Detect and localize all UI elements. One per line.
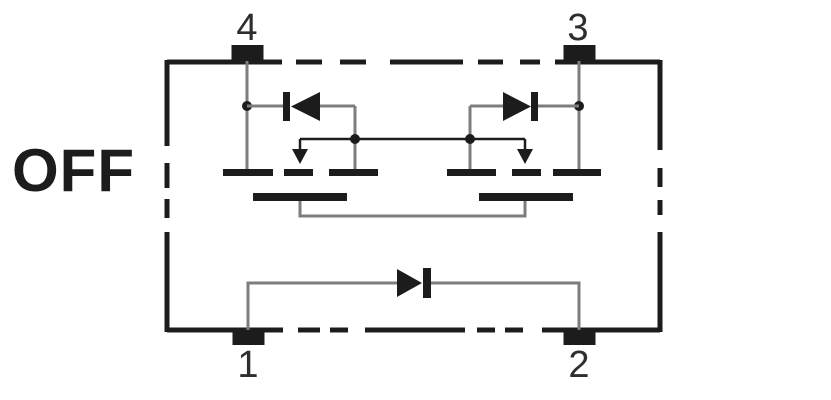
- mosfet-left-drain-bar: [223, 169, 273, 176]
- body-diode-right-cathode-bar: [531, 92, 538, 121]
- pin-1-label: 1: [237, 344, 258, 386]
- mosfet-left-gate-bar: [253, 193, 347, 201]
- pin-3: 3: [563, 7, 596, 62]
- pin-1: 1: [232, 330, 265, 386]
- mosfet-right-gate-bar: [479, 193, 573, 201]
- junction-dot: [465, 134, 475, 144]
- mosfet-right-drain-bar: [553, 169, 601, 176]
- led-anode-wire: [246, 281, 397, 330]
- body-diode-right-triangle: [503, 92, 531, 121]
- pin-4: 4: [231, 7, 264, 62]
- mosfet-right: [447, 61, 601, 201]
- pin-3-pad: [563, 45, 596, 62]
- pin-4-label: 4: [236, 7, 257, 49]
- pin-4-pad: [231, 45, 264, 62]
- body-arrow-left: [292, 149, 308, 164]
- pin-2-pad: [563, 330, 596, 345]
- input-led: [246, 268, 581, 330]
- pin-3-label: 3: [567, 7, 588, 49]
- led-triangle: [397, 269, 422, 297]
- gate-link-path: [298, 201, 527, 218]
- mosfet-left-source-bar: [329, 169, 378, 176]
- mosfet-left-body-bar: [284, 169, 313, 176]
- pin-2-label: 2: [568, 344, 589, 386]
- package-outline: [164, 59, 663, 333]
- state-label: OFF: [12, 137, 135, 204]
- body-arrow-right: [517, 149, 533, 164]
- body-diode-right: [470, 92, 579, 121]
- led-cathode-wire: [431, 281, 581, 330]
- gate-link-wire: [298, 201, 527, 218]
- pin-2: 2: [563, 330, 596, 386]
- mosfet-left: [223, 61, 378, 201]
- body-bus: [292, 134, 533, 164]
- body-diode-left: [247, 92, 355, 121]
- mosfet-right-body-bar: [512, 169, 541, 176]
- mosfet-right-source-bar: [447, 169, 496, 176]
- pin-1-pad: [232, 330, 265, 345]
- led-cathode-bar: [423, 268, 431, 298]
- body-diode-left-cathode-bar: [283, 92, 290, 121]
- body-diode-left-triangle: [291, 92, 320, 121]
- junction-dot: [350, 134, 360, 144]
